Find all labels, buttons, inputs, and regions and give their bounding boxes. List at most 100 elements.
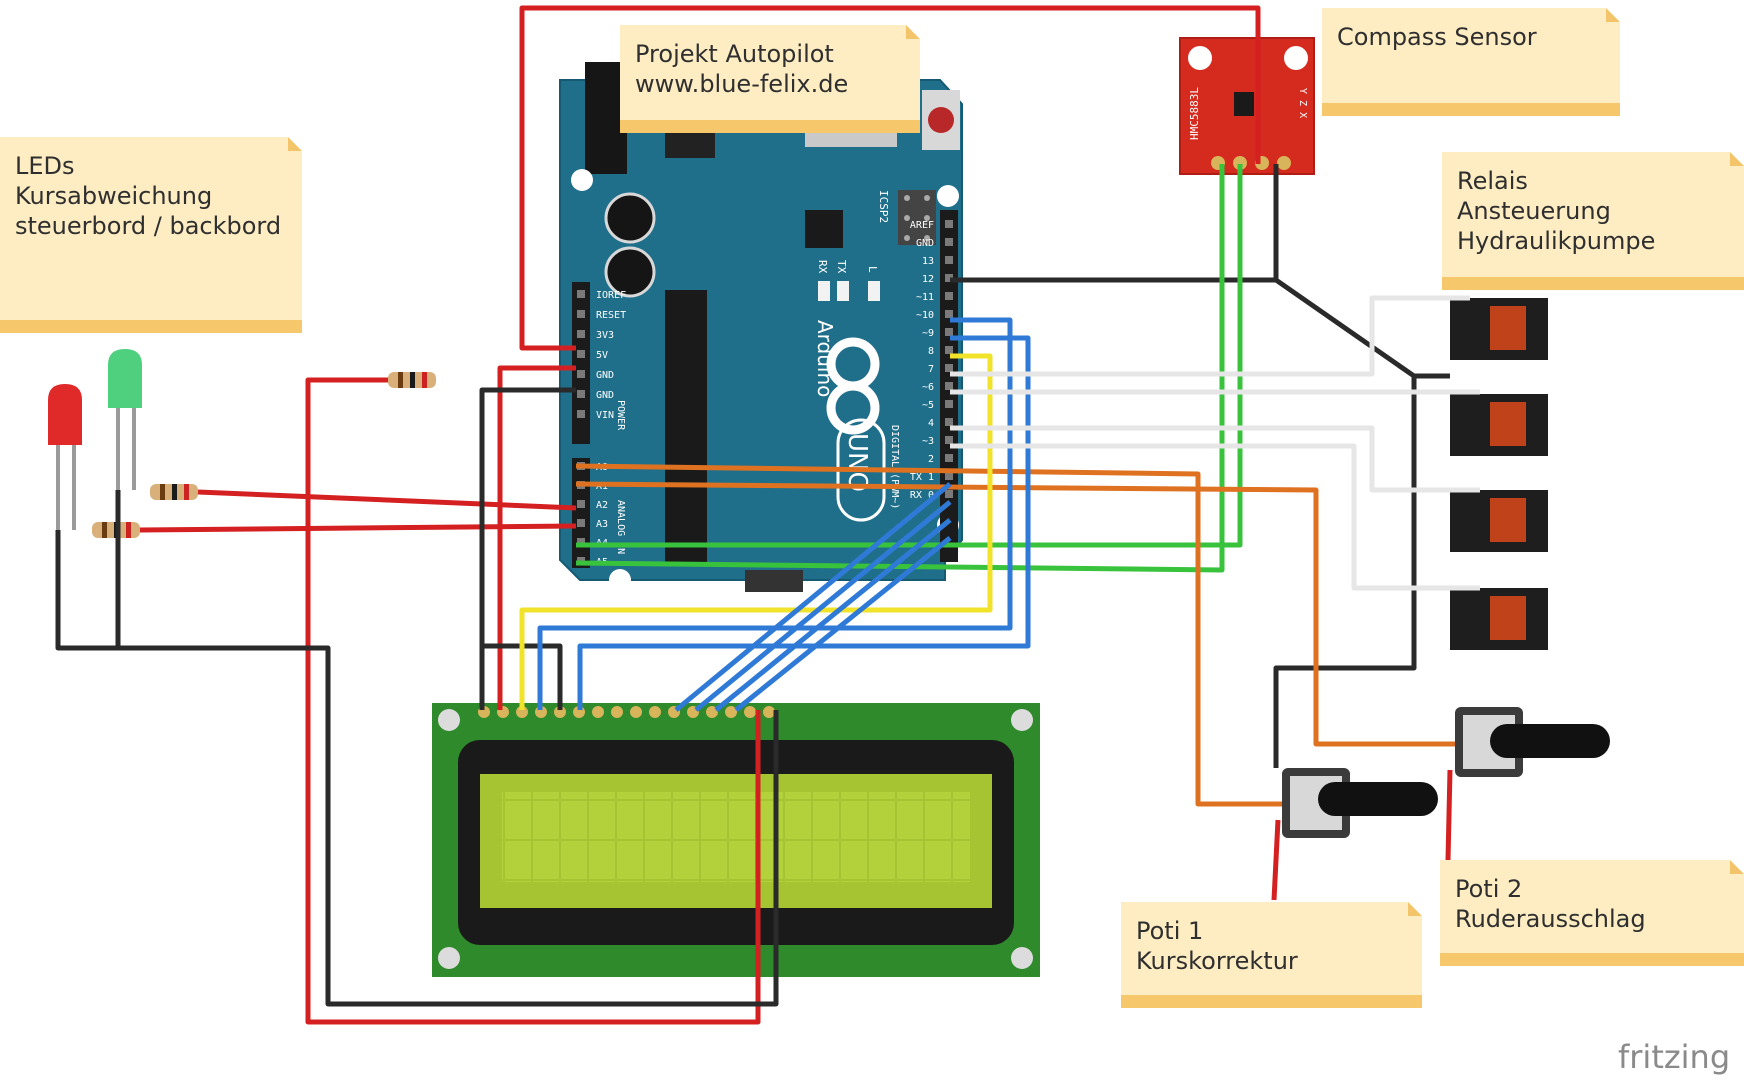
pin-socket xyxy=(945,310,953,318)
relay-3 xyxy=(1450,490,1548,552)
pin-label: GND xyxy=(596,370,614,381)
pin-socket xyxy=(577,390,585,398)
pin-socket xyxy=(577,370,585,378)
note-poti1: Poti 1 Kurskorrektur xyxy=(1121,902,1422,1008)
pin-label: 4 xyxy=(928,418,934,429)
power-label: POWER xyxy=(615,400,626,431)
pin-label: A2 xyxy=(596,500,608,511)
pin-socket xyxy=(945,274,953,282)
pin-label: GND xyxy=(596,390,614,401)
wire-lcd-rs xyxy=(519,353,993,710)
note-project: Projekt Autopilot www.blue-felix.de xyxy=(620,25,920,133)
lcd-pin xyxy=(763,706,775,718)
compass-sensor-board: HMC5883L Y Z X xyxy=(1179,37,1315,175)
wire-gnd-left xyxy=(479,387,576,710)
usb-chip xyxy=(805,210,843,248)
pin-socket xyxy=(945,328,953,336)
wire-gnd-lcd-contrast xyxy=(484,643,563,710)
wire-gnd-led xyxy=(55,530,779,1007)
pin-label: 7 xyxy=(928,364,934,375)
wire-led-red xyxy=(197,489,577,511)
pin-socket xyxy=(577,410,585,418)
pin-label: ~10 xyxy=(916,310,934,321)
pin-label: ~11 xyxy=(916,292,934,303)
wire-5v-compass xyxy=(519,5,1261,351)
wire-5v-bus xyxy=(497,365,576,710)
wire-lcd-d3 xyxy=(734,536,952,712)
wire-relay-3 xyxy=(950,425,1480,493)
rx-label: RX xyxy=(816,260,829,274)
wire-poti2-vcc xyxy=(1445,769,1453,861)
compass-axes-label: Y Z X xyxy=(1297,88,1308,118)
svg-text:UNO: UNO xyxy=(842,433,872,492)
pin-label: 5V xyxy=(596,350,608,361)
led-red xyxy=(48,384,82,530)
pin-socket xyxy=(945,454,953,462)
resistor-1 xyxy=(388,372,436,388)
lcd-16x2-display xyxy=(432,703,1040,977)
icsp2-header xyxy=(898,190,936,245)
tx-label: TX xyxy=(835,260,848,274)
lcd-pin xyxy=(592,706,604,718)
pin-socket xyxy=(945,472,953,480)
poti-1 xyxy=(1282,768,1438,838)
pin-label: ~9 xyxy=(922,328,934,339)
wire-lcd-en xyxy=(537,317,1013,710)
analog-label: ANALOG IN xyxy=(615,500,626,554)
note-leds: LEDs Kursabweichung steuerbord / backbor… xyxy=(0,137,302,333)
lcd-pin xyxy=(516,706,528,718)
poti-2 xyxy=(1455,707,1610,777)
pin-socket xyxy=(577,330,585,338)
wire-sda xyxy=(576,164,1243,548)
pin-label: GND xyxy=(916,238,934,249)
note-relais: Relais Ansteuerung Hydraulikpumpe xyxy=(1442,152,1744,290)
relay-1 xyxy=(1450,298,1548,360)
pin-label: 12 xyxy=(922,274,934,285)
relay-2 xyxy=(1450,394,1548,456)
lcd-pin xyxy=(630,706,642,718)
pin-socket xyxy=(577,350,585,358)
wire-lcd-d7 xyxy=(577,335,1031,710)
pin-label: RESET xyxy=(596,310,626,321)
lcd-pin xyxy=(725,706,737,718)
lcd-pin xyxy=(744,706,756,718)
relay-4 xyxy=(1450,588,1548,650)
arduino-brand-label: Arduino xyxy=(813,320,837,397)
reset-button xyxy=(928,107,954,133)
arduino-infinity-logo xyxy=(826,337,880,435)
compass-chip-label: HMC5883L xyxy=(1188,87,1201,140)
wire-scl xyxy=(575,164,1225,573)
pin-label: RX 0 xyxy=(910,490,934,501)
pin-socket xyxy=(945,382,953,390)
pin-socket xyxy=(577,500,585,508)
pin-label: 8 xyxy=(928,346,934,357)
wire-lcd-d6 xyxy=(714,518,952,712)
wire-gnd-relays xyxy=(1273,277,1417,768)
l-led xyxy=(868,281,880,301)
note-poti2: Poti 2 Ruderausschlag xyxy=(1440,860,1744,966)
digital-label: DIGITAL (PWM~) xyxy=(889,425,900,509)
atmega-chip xyxy=(665,290,707,565)
pin-socket xyxy=(945,256,953,264)
capacitor-1 xyxy=(604,192,656,244)
pin-label: 13 xyxy=(922,256,934,267)
pin-label: A3 xyxy=(596,519,608,530)
pin-label: TX 1 xyxy=(910,472,934,483)
pin-socket xyxy=(945,490,953,498)
pin-socket xyxy=(945,364,953,372)
pin-label: VIN xyxy=(596,410,614,421)
pin-socket xyxy=(945,292,953,300)
led-green xyxy=(108,349,142,490)
pin-socket xyxy=(945,436,953,444)
pin-label: 2 xyxy=(928,454,934,465)
note-compass: Compass Sensor xyxy=(1322,8,1620,116)
wire-5v-loop xyxy=(305,377,761,1025)
lcd-pin xyxy=(706,706,718,718)
wire-relay-4 xyxy=(950,443,1480,591)
pin-socket xyxy=(577,290,585,298)
pin-socket xyxy=(945,346,953,354)
arduino-uno-board: ICSP2 RX TX L Arduino UNO DIGITAL (PWM~)… xyxy=(559,62,963,592)
pin-label: ~6 xyxy=(922,382,934,393)
